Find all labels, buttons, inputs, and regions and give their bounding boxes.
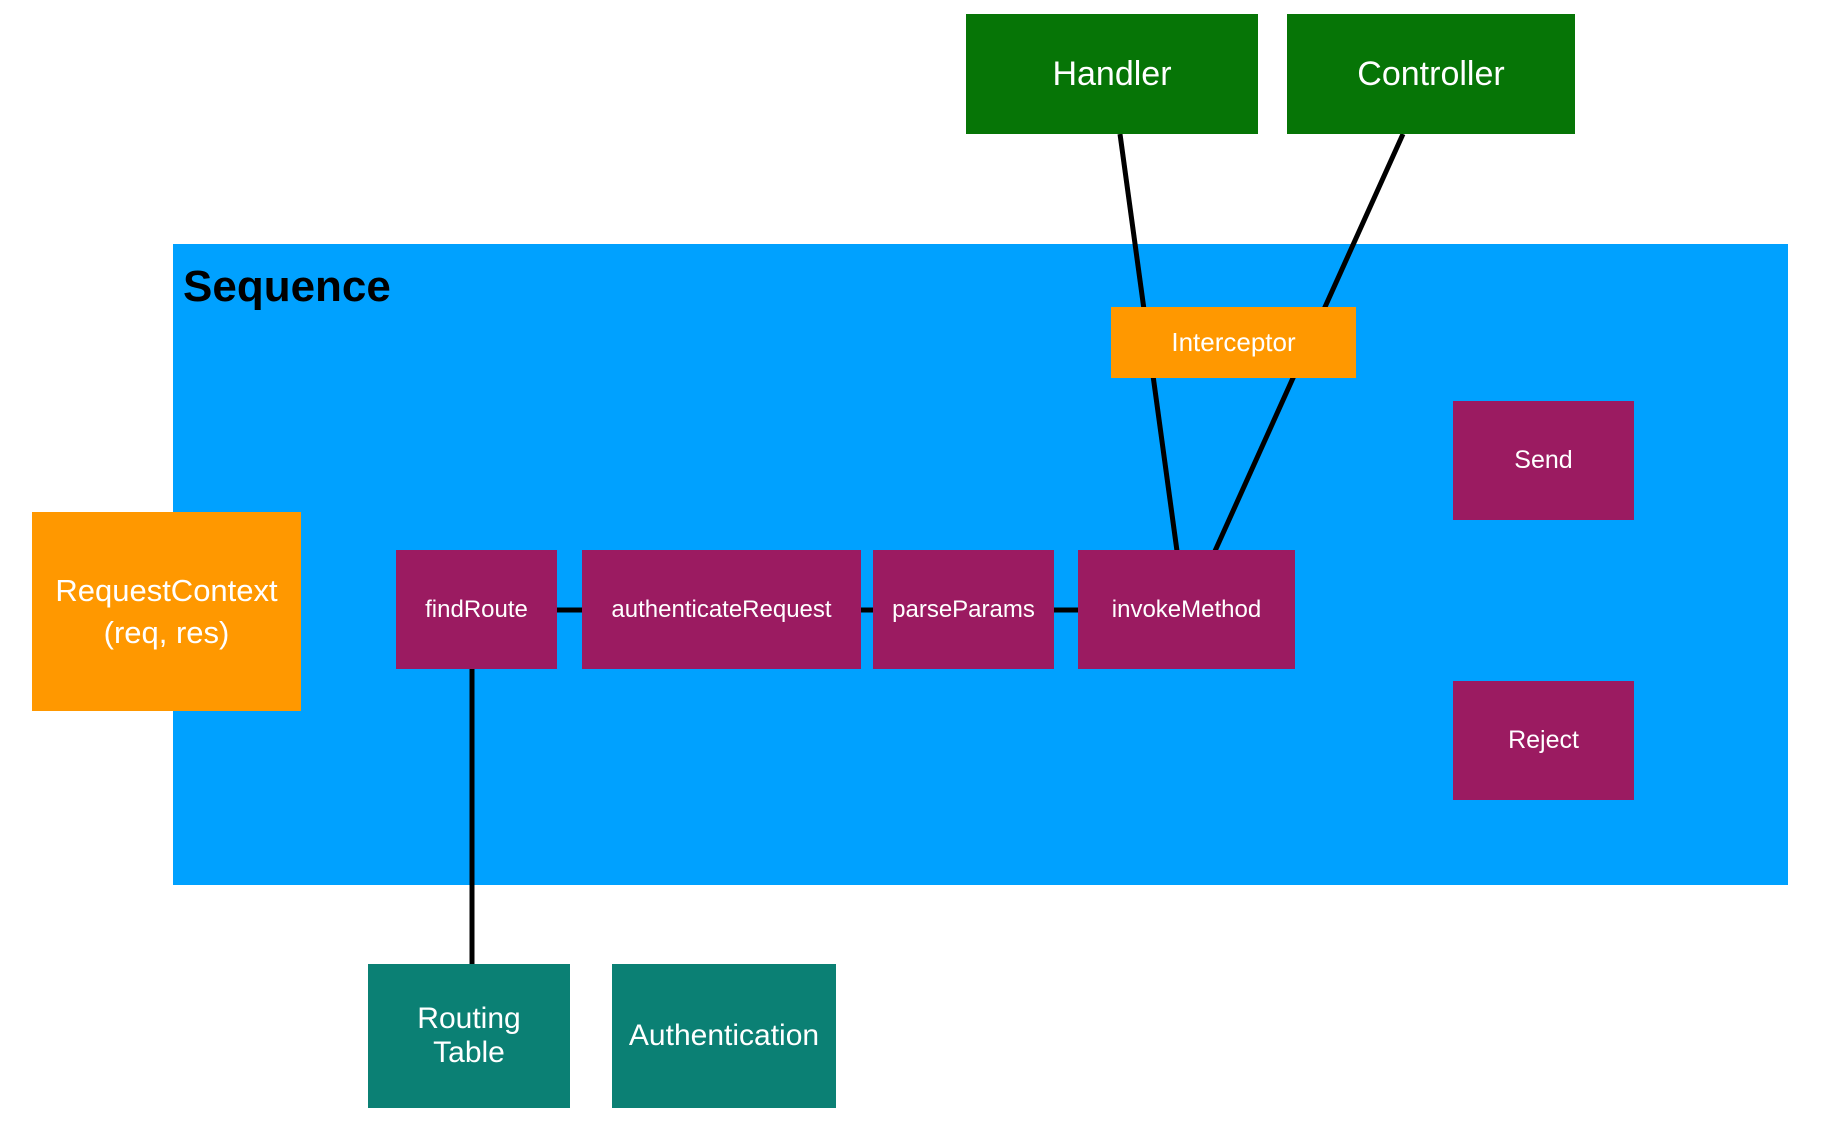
node-find-route-label: findRoute [425,595,528,623]
node-handler-label: Handler [1052,54,1172,93]
node-parse-params: parseParams [873,550,1054,669]
node-authentication-label: Authentication [628,1019,820,1052]
node-interceptor: Interceptor [1111,307,1356,378]
sequence-title: Sequence [183,262,391,311]
node-request-context-label: RequestContext (req, res) [55,572,278,650]
node-authenticate-request: authenticateRequest [582,550,861,669]
node-handler: Handler [966,14,1258,134]
node-routing-table: Routing Table [368,964,570,1108]
node-interceptor-label: Interceptor [1171,327,1296,357]
node-parse-params-label: parseParams [892,595,1035,623]
node-reject-label: Reject [1508,726,1579,754]
node-request-context: RequestContext (req, res) [32,512,301,711]
node-authenticate-request-label: authenticateRequest [611,595,832,623]
node-reject: Reject [1453,681,1634,800]
node-find-route: findRoute [396,550,557,669]
node-routing-table-label: Routing Table [417,1001,521,1070]
node-invoke-method: invokeMethod [1078,550,1295,669]
node-controller-label: Controller [1357,54,1505,93]
node-invoke-method-label: invokeMethod [1111,595,1262,623]
node-authentication: Authentication [612,964,836,1108]
node-send: Send [1453,401,1634,520]
node-send-label: Send [1514,446,1573,474]
node-controller: Controller [1287,14,1575,134]
